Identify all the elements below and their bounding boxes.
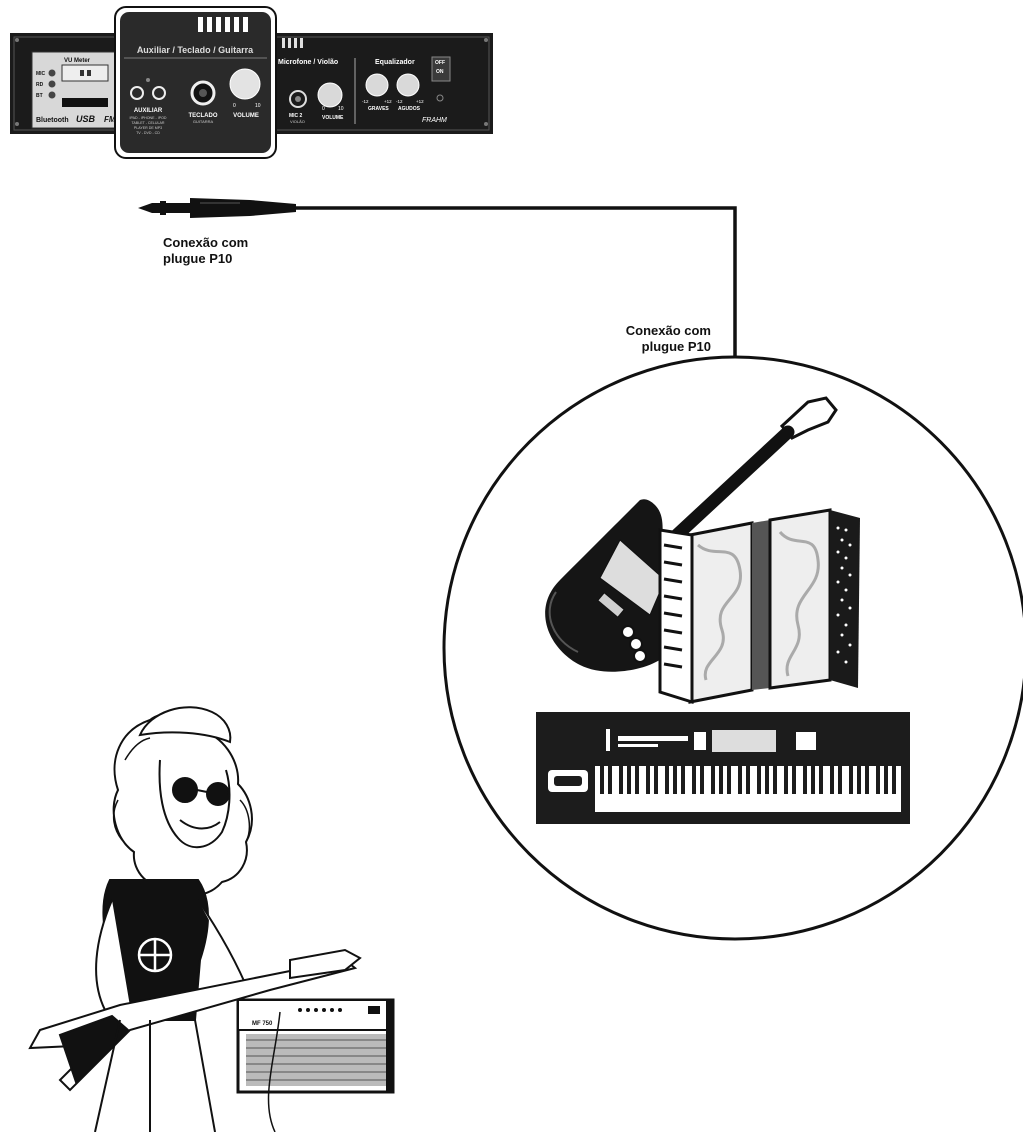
keyboard-icon (536, 712, 910, 824)
guitarra-label: GUITARRA (193, 119, 214, 124)
vu-meter-label: VU Meter (64, 58, 91, 64)
agudos-min: -12 (396, 99, 403, 104)
mic-vol-min: 0 (322, 106, 325, 112)
mic-vol-max: 10 (338, 106, 344, 112)
bluetooth-label: Bluetooth (36, 117, 69, 124)
graves-knob[interactable] (366, 74, 388, 96)
vol-max: 10 (255, 103, 261, 109)
zoom-title: Auxiliar / Teclado / Guitarra (137, 45, 254, 55)
agudos-knob[interactable] (397, 74, 419, 96)
caption-left-line1: Conexão com (163, 235, 248, 251)
caption-right: Conexão com plugue P10 (597, 323, 711, 355)
accordion-icon (660, 510, 860, 702)
amp-model-label: MF 750 (252, 1021, 273, 1027)
rd-indicator-label: RD (36, 82, 44, 88)
aux-sub2: TABLET - CELULAR (131, 121, 164, 125)
aux-sub3: PLAYER DE MP3 (134, 126, 162, 130)
graves-label: GRAVES (368, 106, 389, 112)
vol-min: 0 (233, 103, 236, 109)
instruments-circle (444, 357, 1023, 939)
brand-label: FRAHM (422, 117, 447, 124)
violao-label: VIOLÃO (290, 119, 305, 124)
aux-sub4: TV - DVD - CD (136, 131, 160, 135)
mic-volume-label: VOLUME (322, 115, 344, 121)
aux-sub1: IPAD - IPHONE - IPOD (129, 116, 166, 120)
mic-volume-knob[interactable] (318, 83, 342, 107)
graves-max: +12 (384, 99, 392, 104)
on-label: ON (436, 69, 444, 75)
volume-label: VOLUME (233, 113, 259, 119)
guitarist-illustration: MF 750 (30, 707, 394, 1132)
aux-label: AUXILIAR (134, 108, 163, 114)
agudos-label: AGUDOS (398, 106, 421, 112)
bt-indicator-label: BT (36, 93, 43, 99)
equalizer-title: Equalizador (375, 59, 415, 66)
caption-left-line2: plugue P10 (163, 251, 248, 267)
usb-label: USB (76, 114, 96, 124)
caption-right-line2: plugue P10 (597, 339, 711, 355)
graves-min: -12 (362, 99, 369, 104)
off-label: OFF (435, 60, 445, 66)
agudos-max: +12 (416, 99, 424, 104)
mic-section-title: Microfone / Violão (278, 59, 338, 66)
caption-left: Conexão com plugue P10 (163, 235, 248, 267)
zoom-inset: Auxiliar / Teclado / Guitarra AUXILIAR I… (115, 7, 276, 158)
caption-right-line1: Conexão com (597, 323, 711, 339)
mic-indicator-label: MIC (36, 71, 46, 77)
volume-knob[interactable] (230, 69, 260, 99)
